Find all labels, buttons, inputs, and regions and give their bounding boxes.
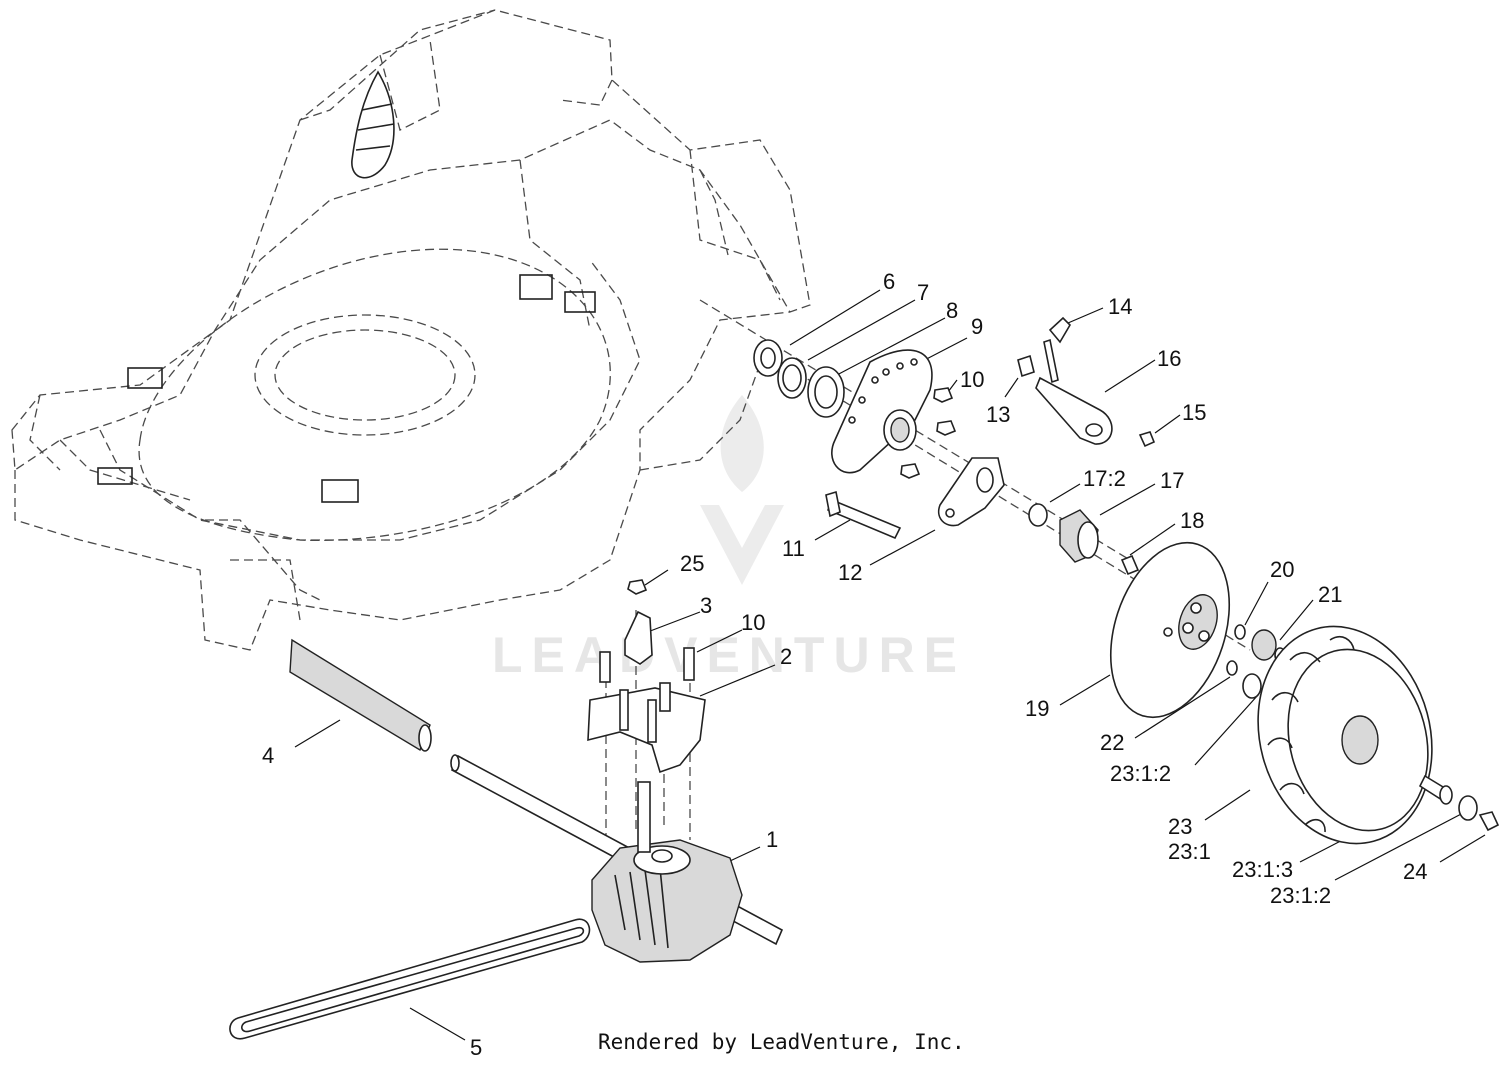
callout-9: 9 <box>971 314 983 339</box>
leadventure-watermark: LEADVENTURE <box>492 395 966 683</box>
callout-11: 11 <box>782 536 805 561</box>
callout-23-1-3: 23:1:3 <box>1232 857 1293 882</box>
pivot-bracket-part <box>938 457 1005 527</box>
callout-22: 22 <box>1100 730 1124 755</box>
bracket-bolts <box>599 579 695 743</box>
drive-belt-part <box>229 918 591 1040</box>
wheel-axle-hardware <box>1418 774 1500 832</box>
callout-6: 6 <box>883 269 895 294</box>
callout-14: 14 <box>1108 294 1132 319</box>
callout-23-1: 23:1 <box>1168 839 1211 864</box>
callout-5: 5 <box>470 1035 482 1060</box>
watermark-text: LEADVENTURE <box>492 627 966 683</box>
callout-17: 17 <box>1160 468 1184 493</box>
wheel-drive-disk-part <box>1109 541 1231 719</box>
cable-bracket-part <box>624 610 653 665</box>
callout-23: 23 <box>1168 814 1192 839</box>
callout-2: 2 <box>780 644 792 669</box>
callout-7: 7 <box>917 280 929 305</box>
height-lever-assembly <box>1017 316 1113 445</box>
render-credit: Rendered by LeadVenture, Inc. <box>598 1030 965 1054</box>
callout-17-2: 17:2 <box>1083 466 1126 491</box>
callout-24: 24 <box>1403 859 1427 884</box>
callout-18: 18 <box>1180 508 1204 533</box>
rear-wheel-part <box>1257 625 1433 845</box>
callout-4: 4 <box>262 743 274 768</box>
transmission-bracket-part <box>587 687 706 774</box>
callout-3: 3 <box>700 593 712 618</box>
callout-labels: 1 2 3 4 5 6 7 8 9 10 10 11 12 13 14 15 1… <box>262 269 1427 1060</box>
callout-23-1-2-upper: 23:1:2 <box>1110 761 1171 786</box>
wheel-nut-part <box>1120 554 1140 576</box>
plate-bolts <box>900 387 957 479</box>
transmission-part <box>591 781 743 963</box>
callout-15: 15 <box>1182 400 1206 425</box>
long-bolt-part <box>825 490 902 540</box>
callout-25: 25 <box>680 551 704 576</box>
callout-13: 13 <box>986 402 1010 427</box>
callout-10-bracket: 10 <box>741 610 765 635</box>
wheel-bearing-parts <box>1028 503 1099 563</box>
bushing-washer-parts <box>753 339 845 418</box>
callout-16: 16 <box>1157 346 1181 371</box>
lever-screw-part <box>1138 431 1156 448</box>
callout-21: 21 <box>1318 582 1342 607</box>
rear-flap-part <box>289 638 432 752</box>
callout-10-plate: 10 <box>960 367 984 392</box>
callout-19: 19 <box>1025 696 1049 721</box>
callout-20: 20 <box>1270 557 1294 582</box>
height-adjust-plate-part <box>831 349 933 474</box>
callout-1: 1 <box>766 827 778 852</box>
callout-23-1-2-lower: 23:1:2 <box>1270 883 1331 908</box>
gear-washer-parts <box>1226 624 1286 699</box>
callout-12: 12 <box>838 560 862 585</box>
mower-deck-outline <box>11 9 1251 651</box>
callout-8: 8 <box>946 298 958 323</box>
flame-logo-icon <box>700 395 784 585</box>
